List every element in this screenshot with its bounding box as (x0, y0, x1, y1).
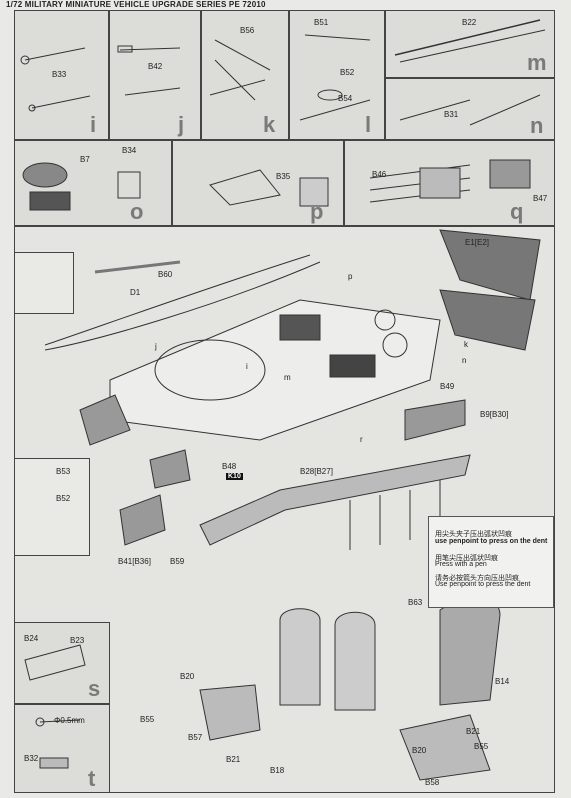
note-en2: Press with a pen (435, 561, 487, 568)
part-label: n (462, 356, 467, 365)
part-label: B47 (533, 194, 548, 203)
step-letter-n: n (530, 113, 544, 138)
part-label: r (360, 435, 363, 444)
step-j-panel (109, 10, 201, 140)
note-cn3: 请务必按箭头方向压出凹痕 (435, 575, 519, 582)
note-en1: use penpoint to press on the dent (435, 538, 548, 545)
step-letter-m: m (527, 50, 547, 75)
step-i-panel (14, 10, 109, 140)
part-tag: K10 (226, 473, 243, 480)
part-label: Φ0.5mm (54, 716, 85, 725)
headlight-inset-panel (14, 458, 90, 556)
step-letter-s: s (88, 676, 101, 701)
part-label: i (246, 362, 248, 371)
part-label: B46 (372, 170, 387, 179)
step-letter-o: o (130, 199, 144, 224)
part-label: E1[E2] (465, 238, 490, 247)
part-label: B20 (180, 672, 195, 681)
part-label: B54 (338, 94, 353, 103)
step-letter-j: j (178, 112, 185, 137)
part-label: B22 (462, 18, 477, 27)
part-label: B41[B36] (118, 557, 151, 566)
note-cn1: 用尖头夹子压出弧状凹痕 (435, 531, 512, 538)
part-label: B23 (70, 636, 85, 645)
part-label: k (464, 340, 468, 349)
step-letter-i: i (90, 112, 97, 137)
step-letter-q: q (510, 199, 524, 224)
part-label: B18 (270, 766, 285, 775)
note-cn2: 用笔尖压出弧状凹痕 (435, 555, 498, 562)
part-label: B21 (466, 727, 481, 736)
part-label: B14 (495, 677, 510, 686)
part-label: B55 (474, 742, 489, 751)
part-label: B59 (170, 557, 185, 566)
part-label: m (284, 373, 291, 382)
part-label: B52 (56, 494, 71, 503)
step-l-panel (289, 10, 385, 140)
part-label: p (348, 272, 353, 281)
part-label: B24 (24, 634, 39, 643)
step-m-panel (385, 10, 555, 78)
step-letter-k: k (263, 112, 276, 137)
part-label: B33 (52, 70, 67, 79)
dent-press-note: 用尖头夹子压出弧状凹痕 use penpoint to press on the… (428, 516, 554, 608)
step-letter-t: t (88, 766, 96, 791)
step-k-panel (201, 10, 289, 140)
step-letter-p: p (310, 199, 324, 224)
hook-inset-panel (14, 252, 74, 314)
part-label: B31 (444, 110, 459, 119)
part-label: B57 (188, 733, 203, 742)
part-label: B60 (158, 270, 173, 279)
step-s-panel (14, 622, 110, 704)
part-label: B51 (314, 18, 329, 27)
part-label: B53 (56, 467, 71, 476)
part-label: B20 (412, 746, 427, 755)
sheet-title: 1/72 MILITARY MINIATURE VEHICLE UPGRADE … (6, 0, 266, 9)
part-label: B42 (148, 62, 163, 71)
part-label: B35 (276, 172, 291, 181)
part-label: B58 (425, 778, 440, 787)
part-label: B56 (240, 26, 255, 35)
part-label: B34 (122, 146, 137, 155)
part-label: B48 (222, 462, 237, 471)
part-label: B9[B30] (480, 410, 509, 419)
part-label: j (155, 342, 157, 351)
step-n-panel (385, 78, 555, 140)
part-label: B55 (140, 715, 155, 724)
note-en3: Use penpoint to press the dent (435, 581, 531, 588)
part-label: B7 (80, 155, 90, 164)
part-label: D1 (130, 288, 141, 297)
part-label: B52 (340, 68, 355, 77)
part-label: B63 (408, 598, 423, 607)
part-label: B49 (440, 382, 455, 391)
part-label: B28[B27] (300, 467, 333, 476)
part-label: B21 (226, 755, 241, 764)
step-t-panel (14, 704, 110, 793)
part-label: B32 (24, 754, 39, 763)
step-letter-l: l (365, 112, 372, 137)
